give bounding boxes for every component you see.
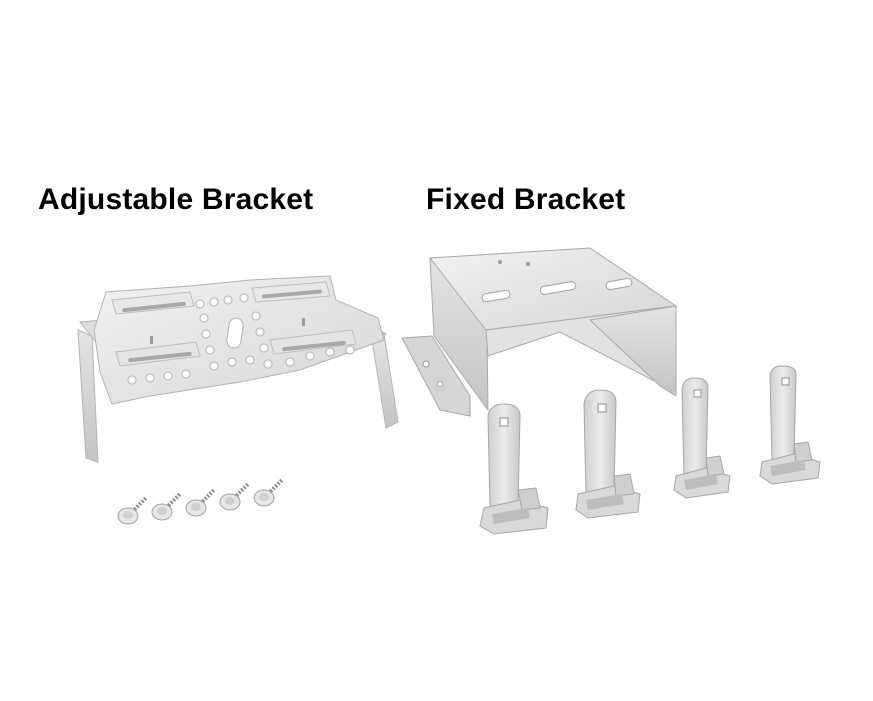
screw (117, 496, 148, 525)
adjustable-bracket (77, 275, 399, 463)
screw (219, 482, 250, 511)
fixed-bracket-label: Fixed Bracket (426, 183, 626, 216)
clip (575, 389, 641, 519)
fixed-bracket-right-wall (588, 305, 677, 397)
screw (253, 478, 284, 507)
adjustable-bracket-right-leg (371, 333, 399, 429)
fixed-bracket (401, 247, 678, 417)
fixed-bracket-left-flange (401, 335, 471, 417)
screw (151, 492, 182, 521)
screw (185, 488, 216, 517)
screw-set (117, 478, 284, 525)
adjustable-bracket-left-leg (77, 329, 99, 463)
clip (759, 365, 821, 485)
clip (479, 403, 549, 535)
clip-set (479, 365, 821, 535)
clip (673, 377, 731, 499)
adjustable-bracket-label: Adjustable Bracket (38, 183, 314, 216)
